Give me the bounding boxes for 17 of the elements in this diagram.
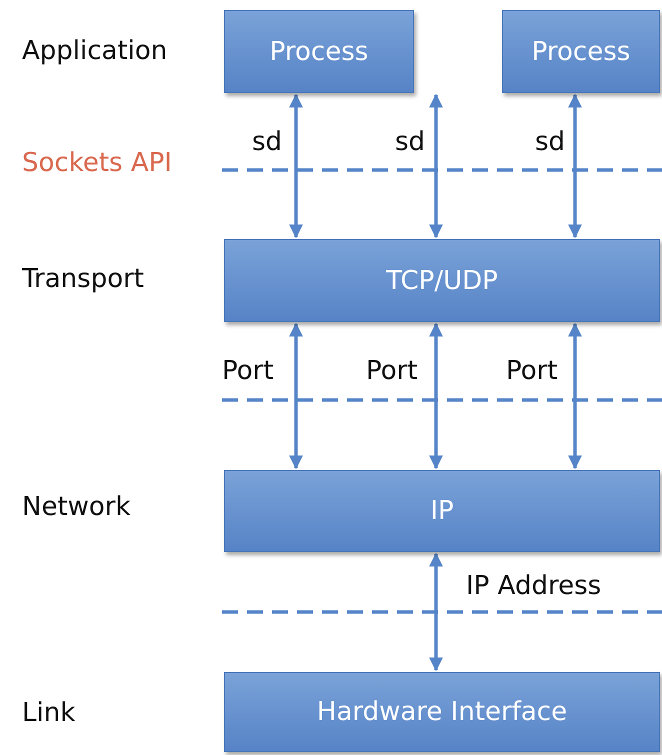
double-arrow <box>568 322 582 470</box>
layer-name: Sockets API <box>22 150 172 176</box>
double-arrow <box>568 94 582 238</box>
double-arrow <box>289 322 303 470</box>
layer-name: Transport <box>22 266 144 292</box>
layer-box: Process <box>224 10 414 93</box>
layer-box: Process <box>502 10 660 93</box>
double-arrow <box>429 552 443 672</box>
layer-box: TCP/UDP <box>224 239 660 322</box>
double-arrow <box>429 322 443 470</box>
double-arrow <box>429 94 443 238</box>
layer-name: Link <box>22 700 76 726</box>
layer-box: IP <box>224 470 660 552</box>
double-arrow <box>289 94 303 238</box>
layer-name: Application <box>22 38 168 64</box>
layer-box: Hardware Interface <box>224 672 660 752</box>
layer-name: Network <box>22 494 131 520</box>
